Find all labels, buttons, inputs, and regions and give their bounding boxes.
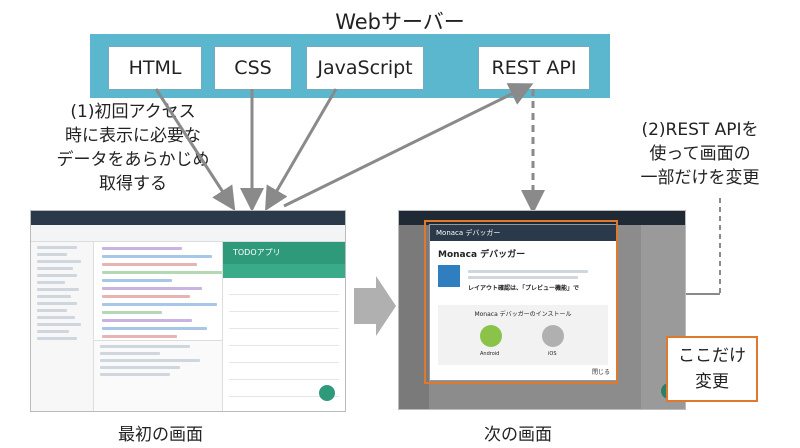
ios-label: iOS [548, 351, 557, 357]
close-button[interactable]: 閉じる [591, 369, 610, 376]
callout-changed-only: ここだけ 変更 [666, 336, 758, 402]
note-initial-access: (1)初回アクセス 時に表示に必要な データをあらかじめ 取得する [28, 100, 238, 196]
caption-first-screen: 最初の画面 [118, 425, 203, 445]
install-heading: Monaca デバッガーのインストール [474, 311, 572, 318]
note-line: 取得する [99, 174, 167, 194]
add-fab-icon [319, 385, 335, 401]
note-line: (1)初回アクセス [70, 102, 196, 122]
note-line: 一部だけを変更 [640, 168, 760, 188]
console-panel [94, 340, 223, 411]
note-rest-api: (2)REST APIを 使って画面の 一部だけを変更 [620, 118, 780, 190]
tech-css: CSS [214, 46, 292, 90]
ide-menubar [31, 211, 345, 225]
preview-tabs [223, 264, 345, 278]
note-line: 使って画面の [649, 144, 751, 164]
next-screen-arrow [354, 276, 396, 336]
tech-rest-api: REST API [478, 46, 590, 90]
monaca-logo-icon [438, 265, 460, 287]
callout-line: 変更 [695, 372, 729, 392]
changed-area-highlight [424, 220, 618, 384]
apple-icon [542, 325, 564, 347]
arrow-rest-request [283, 83, 534, 208]
dialog-title: Monaca デバッガー [438, 250, 526, 260]
ide-toolbar [31, 225, 345, 242]
android-icon [480, 325, 502, 347]
caption-next-screen: 次の画面 [484, 425, 552, 445]
next-screen: Monaca デバッガー Monaca デバッガー レイアウト確認は、「プレビュ… [398, 210, 686, 410]
android-label: Android [480, 351, 500, 357]
first-screen: TODOアプリ [30, 210, 346, 412]
callout-line: ここだけ [678, 346, 746, 366]
arrow-javascript [264, 88, 338, 212]
app-preview: TODOアプリ [222, 242, 345, 411]
tech-javascript: JavaScript [306, 46, 424, 90]
arrow-html [154, 88, 236, 212]
preview-title: TODOアプリ [223, 242, 345, 264]
tech-html: HTML [108, 46, 202, 90]
server-title: Webサーバー [335, 10, 465, 34]
debugger-dialog: Monaca デバッガー Monaca デバッガー レイアウト確認は、「プレビュ… [429, 224, 617, 381]
note-line: (2)REST APIを [641, 120, 759, 140]
note-line: データをあらかじめ [56, 150, 210, 170]
dialog-heading: レイアウト確認は、「プレビュー機能」で [468, 285, 580, 292]
note-line: 時に表示に必要な [65, 126, 201, 146]
file-tree [31, 242, 94, 411]
dialog-titlebar: Monaca デバッガー [430, 225, 616, 241]
